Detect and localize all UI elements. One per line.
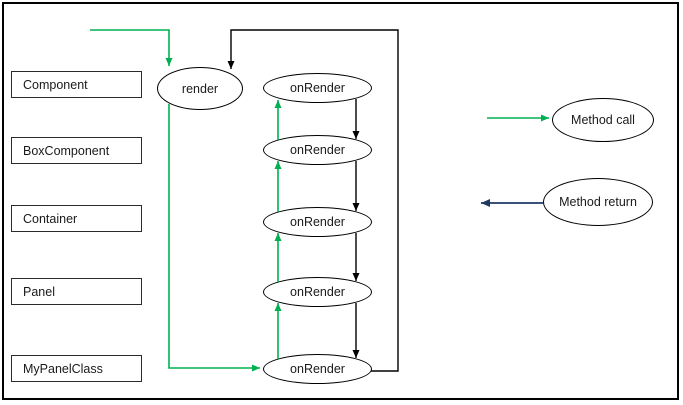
class-box-boxcomponent: BoxComponent (11, 137, 142, 164)
class-box-label: BoxComponent (23, 143, 110, 158)
legend-method-call-node: Method call (552, 98, 654, 142)
onrender-node-container: onRender (263, 207, 372, 237)
onrender-node-label: onRender (290, 362, 345, 376)
onrender-node-label: onRender (290, 81, 345, 95)
legend-method-return-label: Method return (559, 195, 637, 209)
render-node-label: render (181, 81, 219, 96)
legend-method-return-node: Method return (543, 178, 653, 226)
onrender-node-panel: onRender (263, 277, 372, 307)
onrender-node-label: onRender (290, 143, 345, 157)
onrender-node-boxcomponent: onRender (263, 135, 372, 165)
class-box-container: Container (11, 205, 142, 232)
onrender-node-label: onRender (290, 285, 345, 299)
onrender-node-mypanelclass: onRender (263, 354, 372, 384)
class-box-label: Component (23, 77, 88, 92)
class-box-panel: Panel (11, 278, 142, 305)
render-node: render (157, 67, 243, 110)
diagram-border (2, 2, 679, 400)
class-box-label: Container (23, 211, 78, 226)
class-box-component: Component (11, 71, 142, 98)
onrender-node-component: onRender (263, 73, 372, 103)
class-box-mypanelclass: MyPanelClass (11, 355, 142, 382)
onrender-node-label: onRender (290, 215, 345, 229)
legend-method-call-label: Method call (571, 113, 635, 127)
class-box-label: Panel (23, 284, 55, 299)
class-box-label: MyPanelClass (23, 361, 103, 376)
